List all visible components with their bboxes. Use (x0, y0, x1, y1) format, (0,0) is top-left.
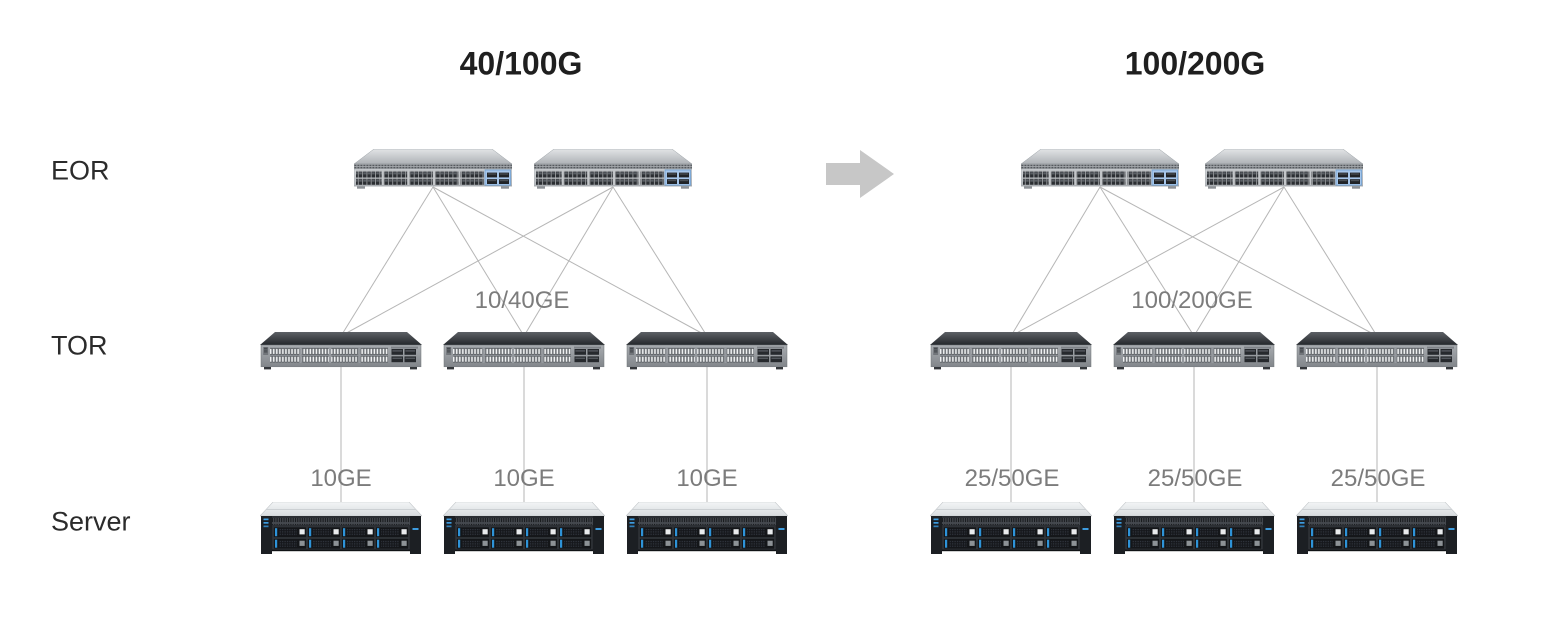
left-server-link-label-3: 10GE (676, 465, 738, 492)
left-uplink-speed-label: 10/40GE (474, 287, 570, 314)
tor-switch-left-1 (260, 332, 422, 370)
tor-switch-right-3 (1296, 332, 1458, 370)
server-right-1 (930, 502, 1092, 554)
row-label-eor: EOR (51, 155, 110, 186)
eor-switch-left-2 (534, 149, 692, 189)
tor-switch-left-3 (626, 332, 788, 370)
server-left-1 (260, 502, 422, 554)
tor-switch-left-2 (443, 332, 605, 370)
left-fabric-links (340, 186, 708, 337)
eor-switch-right-2 (1205, 149, 1363, 189)
right-server-link-label-1: 25/50GE (964, 465, 1060, 492)
eor-switch-right-1 (1021, 149, 1179, 189)
eor-switch-left-1 (354, 149, 512, 189)
row-label-tor: TOR (51, 330, 108, 361)
left-section-title: 40/100G (459, 45, 583, 82)
left-server-link-label-1: 10GE (310, 465, 372, 492)
tor-switch-right-2 (1113, 332, 1275, 370)
right-uplink-speed-label: 100/200GE (1131, 287, 1253, 314)
server-left-2 (443, 502, 605, 554)
left-server-links (340, 364, 708, 507)
server-right-3 (1296, 502, 1458, 554)
row-label-server: Server (51, 506, 131, 537)
tor-switch-right-1 (930, 332, 1092, 370)
right-server-links (1010, 364, 1378, 507)
server-left-3 (626, 502, 788, 554)
right-arrow-icon (826, 150, 894, 198)
right-server-link-label-2: 25/50GE (1147, 465, 1243, 492)
right-fabric-links (1010, 186, 1378, 337)
server-right-2 (1113, 502, 1275, 554)
left-server-link-label-2: 10GE (493, 465, 555, 492)
right-section-title: 100/200G (1124, 45, 1266, 82)
right-server-link-label-3: 25/50GE (1330, 465, 1426, 492)
